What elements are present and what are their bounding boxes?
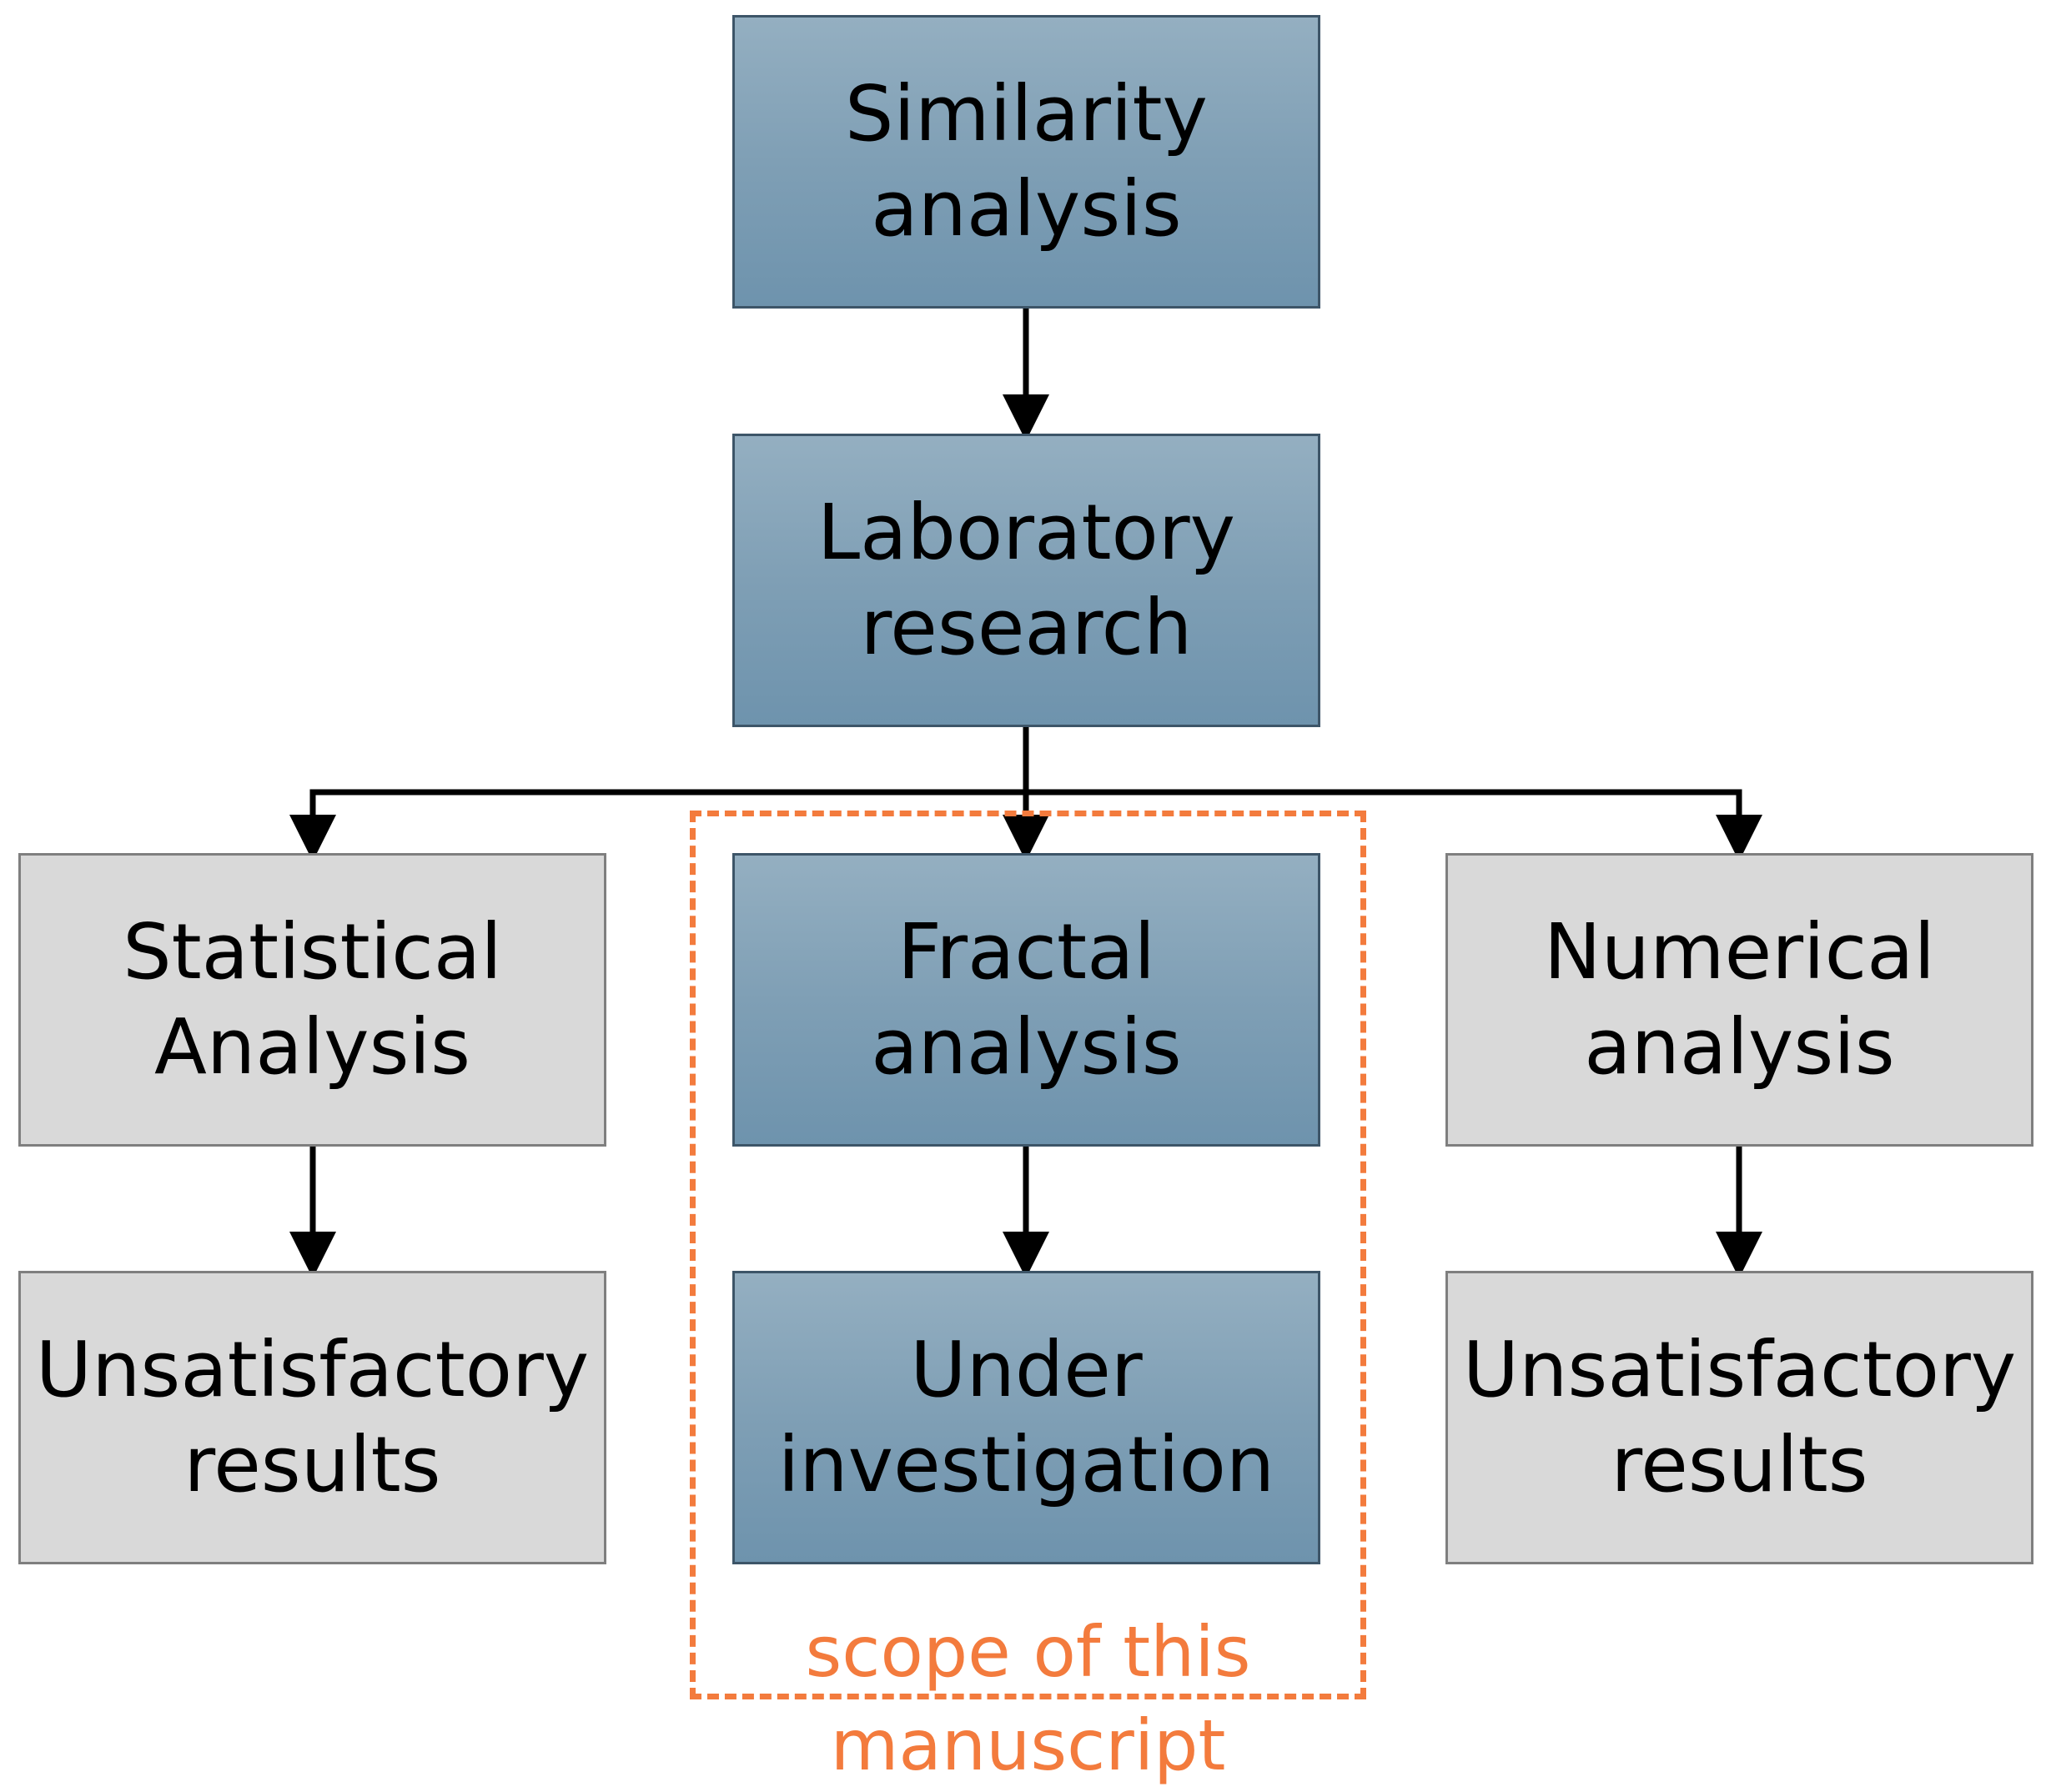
node-unsatisfactory-results-left-line1: Unsatisfactory bbox=[35, 1325, 590, 1414]
scope-highlight-box bbox=[690, 811, 1366, 1699]
node-fractal-analysis-line1: Fractal bbox=[897, 907, 1156, 996]
node-unsatisfactory-results-left: Unsatisfactory results bbox=[18, 1271, 606, 1564]
node-fractal-analysis-line2: analysis bbox=[871, 1002, 1182, 1092]
node-under-investigation-line2: investigation bbox=[777, 1420, 1275, 1509]
node-unsatisfactory-results-right-line1: Unsatisfactory bbox=[1462, 1325, 2017, 1414]
scope-label-line1: scope of this bbox=[805, 1611, 1251, 1693]
node-numerical-analysis-line1: Numerical bbox=[1543, 907, 1936, 996]
node-numerical-analysis-line2: analysis bbox=[1584, 1002, 1895, 1092]
scope-label-line2: manuscript bbox=[830, 1704, 1226, 1786]
node-under-investigation: Under investigation bbox=[732, 1271, 1320, 1564]
node-unsatisfactory-results-right: Unsatisfactory results bbox=[1445, 1271, 2033, 1564]
scope-label: scope of this manuscript bbox=[690, 1605, 1366, 1792]
node-numerical-analysis: Numerical analysis bbox=[1445, 853, 2033, 1147]
node-similarity-analysis-line2: analysis bbox=[871, 164, 1182, 253]
node-unsatisfactory-results-left-line2: results bbox=[183, 1420, 441, 1509]
node-statistical-analysis: Statistical Analysis bbox=[18, 853, 606, 1147]
node-laboratory-research-line2: research bbox=[860, 583, 1193, 672]
node-under-investigation-line1: Under bbox=[910, 1325, 1143, 1414]
node-similarity-analysis: Similarity analysis bbox=[732, 15, 1320, 309]
node-statistical-analysis-line2: Analysis bbox=[153, 1002, 471, 1092]
node-statistical-analysis-line1: Statistical bbox=[123, 907, 502, 996]
node-similarity-analysis-line1: Similarity bbox=[845, 69, 1208, 158]
node-unsatisfactory-results-right-line2: results bbox=[1611, 1420, 1868, 1509]
node-fractal-analysis: Fractal analysis bbox=[732, 853, 1320, 1147]
node-laboratory-research: Laboratory research bbox=[732, 434, 1320, 727]
node-laboratory-research-line1: Laboratory bbox=[817, 488, 1236, 577]
